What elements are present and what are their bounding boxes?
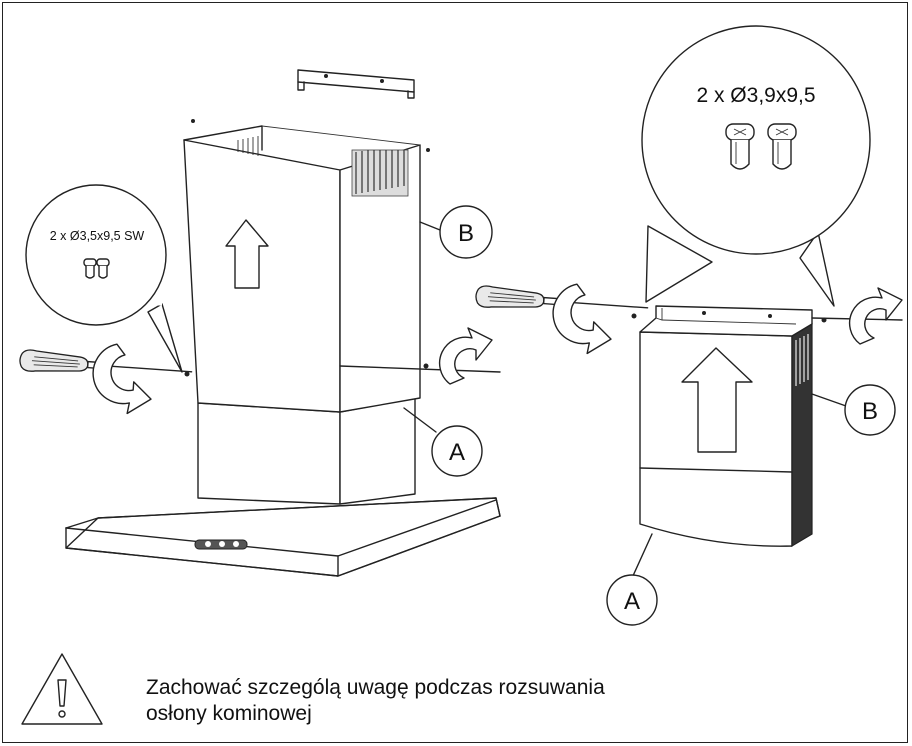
right-side-vents xyxy=(795,334,809,386)
warning-text-line1: Zachować szczególą uwagę podczas rozsuwa… xyxy=(146,676,605,699)
right-rotation-arrow-icon xyxy=(552,283,612,355)
control-panel xyxy=(194,539,248,550)
wall-bracket xyxy=(297,69,415,99)
left-hood-assembly xyxy=(65,69,501,577)
left-side-vents xyxy=(351,149,409,197)
left-up-arrow xyxy=(225,219,269,289)
svg-text:A: A xyxy=(449,439,465,466)
warning-icon xyxy=(21,653,103,725)
right-up-arrow xyxy=(681,347,753,453)
right-chimney-assembly: 2 x Ø3,9x9,5 xyxy=(631,25,903,579)
left-screw-spec: 2 x Ø3,5x9,5 SW xyxy=(50,229,145,243)
left-screw-callout: 2 x Ø3,5x9,5 SW xyxy=(25,184,183,373)
right-rotation-arrow-right-icon xyxy=(848,287,903,345)
left-rotation-arrow-icon xyxy=(92,343,152,415)
left-lower-chimney-front xyxy=(197,402,341,505)
right-screw-callout xyxy=(641,25,871,255)
right-screw-spec: 2 x Ø3,9x9,5 xyxy=(696,84,815,107)
left-inner-vents xyxy=(237,136,259,156)
right-label-a: A xyxy=(606,574,658,626)
right-label-b: B xyxy=(844,384,896,436)
svg-text:B: B xyxy=(458,220,474,247)
svg-text:A: A xyxy=(624,588,640,615)
left-label-a: A xyxy=(431,425,483,477)
warning-text-line2: osłony kominowej xyxy=(146,702,312,725)
left-hood-canopy xyxy=(65,497,501,577)
svg-text:B: B xyxy=(862,398,878,425)
left-rotation-arrow-right-icon xyxy=(438,327,493,385)
left-upper-chimney-front xyxy=(183,139,341,413)
left-label-b: B xyxy=(439,205,493,259)
